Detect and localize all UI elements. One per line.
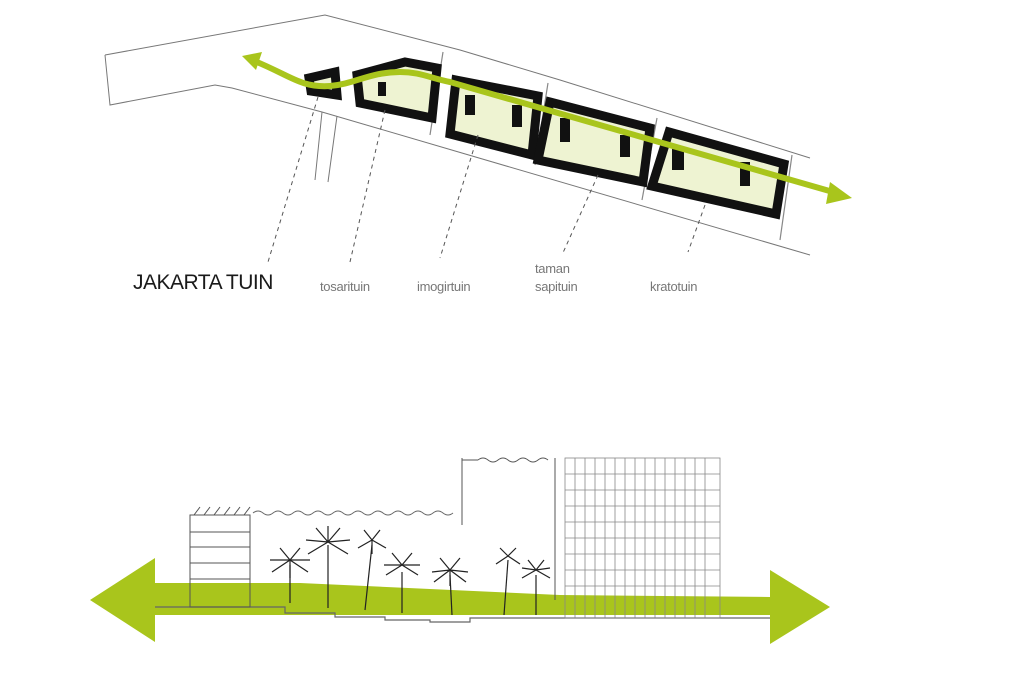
- leader-lines: [267, 96, 706, 263]
- site-outline: [104, 14, 811, 256]
- garden-label-sapituin: sapituin: [535, 279, 578, 294]
- left-building: [189, 506, 251, 608]
- garden-label-tosarituin: tosarituin: [320, 279, 370, 294]
- palm-tree: [270, 547, 310, 603]
- flow-arrow: [90, 558, 830, 644]
- garden-label-kratotuin: kratotuin: [650, 279, 698, 294]
- tower: [564, 457, 721, 619]
- route-arrow: [250, 57, 841, 197]
- palm-tree: [384, 552, 420, 613]
- ground-line: [155, 606, 770, 623]
- street: [314, 111, 338, 183]
- plan-title: JAKARTA TUIN: [133, 271, 273, 294]
- palm-tree: [357, 529, 387, 611]
- palm-tree: [521, 559, 551, 615]
- middle-wall: [461, 457, 556, 600]
- palm-tree: [305, 526, 351, 608]
- route-arrow-head-right: [826, 182, 852, 204]
- garden-label-imogirtuin: imogirtuin: [417, 279, 471, 294]
- palm-tree: [431, 557, 469, 616]
- garden-label-taman: taman: [535, 261, 570, 276]
- garden-blocks: [303, 57, 790, 220]
- block-3: [445, 74, 543, 161]
- canopy: [252, 510, 454, 516]
- route-arrow-head-left: [242, 52, 262, 70]
- building-details: [378, 82, 750, 186]
- palm-trees: [270, 526, 551, 616]
- section: [90, 457, 830, 644]
- palm-tree: [495, 547, 521, 616]
